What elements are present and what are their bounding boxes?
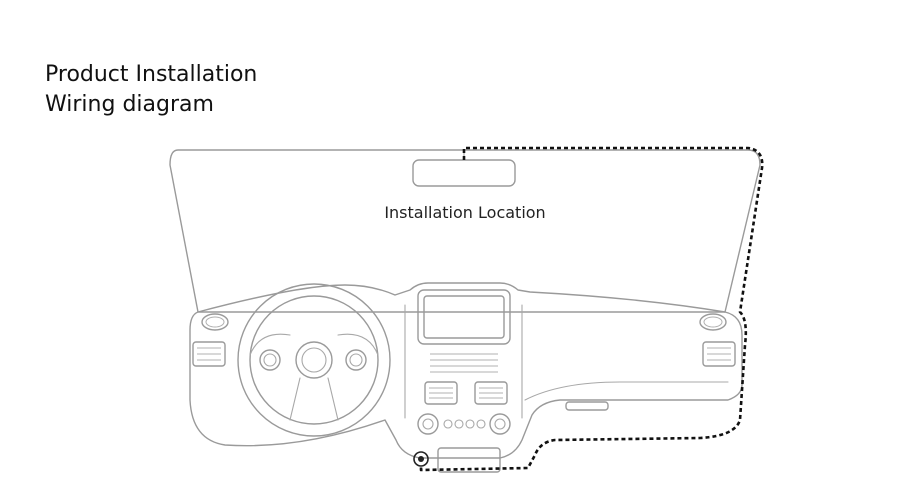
lower-console-tray (437, 447, 501, 473)
center-right-vent (474, 381, 508, 405)
steering-wheel (237, 283, 391, 437)
cable-route (419, 146, 764, 472)
heading: Product Installation Wiring diagram (45, 60, 257, 120)
title-product-installation: Product Installation (45, 62, 258, 87)
power-socket-center (418, 456, 424, 462)
center-screen (423, 295, 505, 339)
right-speaker (699, 313, 727, 331)
center-left-vent (424, 381, 458, 405)
left-speaker (201, 313, 229, 331)
glovebox-handle (565, 401, 609, 411)
center-screen-frame (417, 289, 511, 345)
right-speaker-inner (703, 316, 723, 328)
rearview-mirror (412, 159, 516, 187)
subtitle-wiring-diagram: Wiring diagram (45, 92, 214, 117)
left-speaker-inner (205, 316, 225, 328)
installation-location-label: Installation Location (384, 203, 545, 222)
climate-controls (417, 413, 511, 435)
dashboard-outline (189, 282, 743, 459)
windshield-outline (169, 149, 761, 313)
power-socket (413, 451, 429, 467)
right-side-vent (702, 341, 736, 367)
left-side-vent (192, 341, 226, 367)
dashboard-lower-line (524, 381, 729, 401)
console-slots (430, 353, 498, 373)
